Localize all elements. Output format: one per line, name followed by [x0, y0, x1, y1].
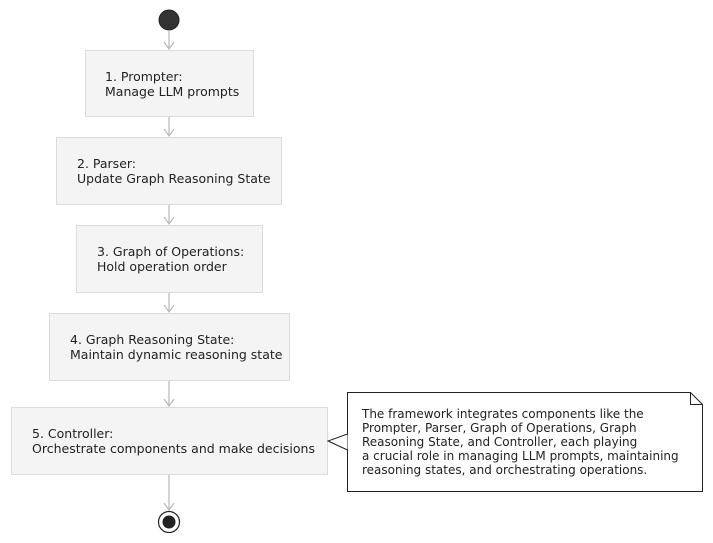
step-graph-of-operations: 3. Graph of Operations: Hold operation o… [76, 225, 263, 293]
step-description: Maintain dynamic reasoning state [70, 347, 283, 362]
arrowhead [163, 502, 175, 512]
step-description: Update Graph Reasoning State [77, 171, 271, 186]
step-description: Hold operation order [97, 259, 227, 274]
arrowhead [163, 128, 175, 138]
step-title: 3. Graph of Operations: [97, 244, 245, 259]
step-title: 1. Prompter: [105, 68, 183, 84]
arrowhead [163, 304, 175, 314]
step-graph-reasoning-state: 4. Graph Reasoning State: Maintain dynam… [49, 313, 290, 381]
note-line: Prompter, Parser, Graph of Operations, G… [362, 421, 637, 435]
arrowhead [163, 216, 175, 226]
step-description: Manage LLM prompts [105, 83, 240, 99]
note-text: The framework integrates components like… [362, 407, 692, 477]
step-prompter: 1. Prompter: Manage LLM prompts [85, 50, 254, 117]
note-shape [347, 392, 703, 492]
note-line: reasoning states, and orchestrating oper… [362, 463, 648, 477]
note-line: The framework integrates components like… [362, 407, 644, 421]
step-controller: 5. Controller: Orchestrate components an… [11, 407, 328, 475]
framework-note: The framework integrates components like… [347, 392, 703, 492]
end-node [157, 510, 181, 534]
step-description: Orchestrate components and make decision… [32, 441, 315, 456]
step-title: 4. Graph Reasoning State: [70, 332, 235, 347]
step-parser: 2. Parser: Update Graph Reasoning State [56, 137, 282, 205]
arrowhead [163, 398, 175, 408]
step-title: 5. Controller: [32, 426, 114, 441]
step-title: 2. Parser: [77, 156, 137, 171]
note-line: Reasoning State, and Controller, each pl… [362, 435, 638, 449]
arrowhead [163, 41, 175, 51]
note-line: a crucial role in managing LLM prompts, … [362, 449, 679, 463]
